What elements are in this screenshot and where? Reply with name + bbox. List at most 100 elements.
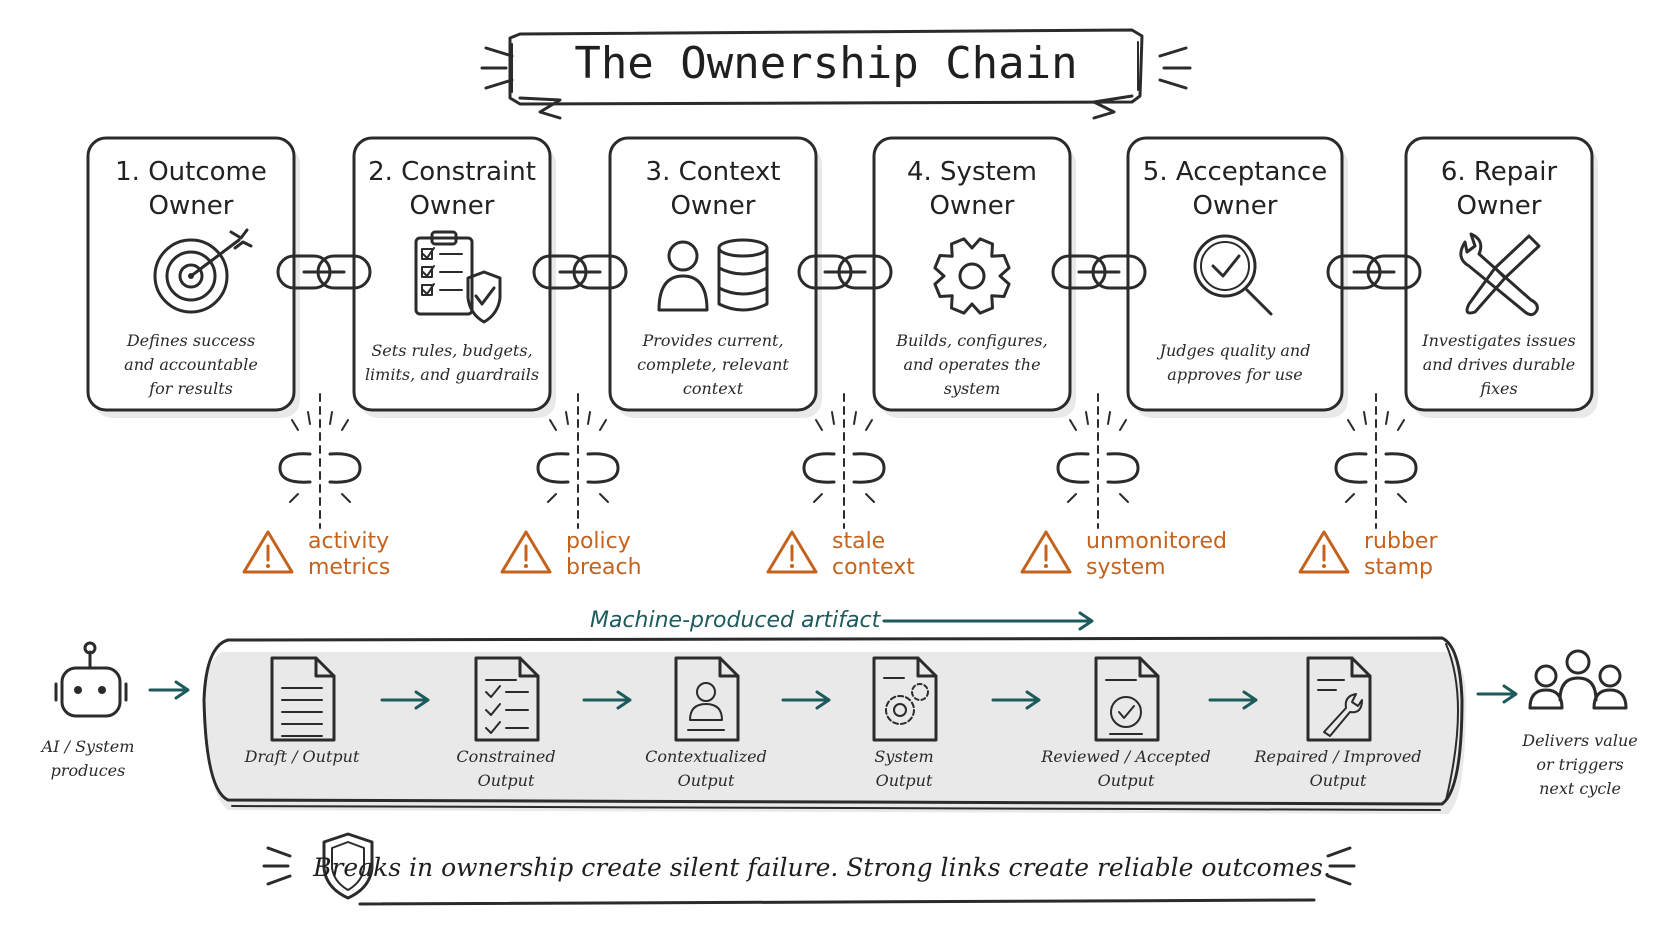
broken-link-icon	[536, 411, 620, 503]
risk-label-line1: rubber	[1364, 529, 1438, 554]
document-checklist-icon	[474, 656, 540, 742]
risk-label-line1: policy	[566, 529, 631, 554]
artifact-label-line1: Draft / Output	[244, 747, 360, 766]
source-arrow-head	[174, 680, 190, 700]
artifact-label-line1: System	[874, 747, 933, 766]
owner-desc-line: approves for use	[1167, 365, 1302, 384]
owner-title-line2: Owner	[149, 191, 234, 221]
chain-link	[276, 254, 372, 290]
warning-icon	[1298, 530, 1350, 574]
broken-link-icon	[278, 411, 362, 503]
artifact-arrow	[1208, 690, 1258, 710]
magnifier-check-icon	[1193, 234, 1273, 316]
risk-label-line2: system	[1086, 555, 1166, 580]
owner-card-frame	[872, 136, 1072, 412]
owner-title-line1: 2. Constraint	[368, 157, 536, 187]
owner-desc-line: for results	[148, 379, 233, 398]
artifact-label-line1: Contextualized	[645, 747, 767, 766]
risk-label-line2: stamp	[1364, 555, 1433, 580]
artifact-arrow	[781, 690, 831, 710]
document-badge-icon	[1094, 656, 1160, 742]
target-icon	[153, 228, 253, 314]
owner-desc-line: Builds, configures,	[895, 331, 1047, 350]
risk-label-line1: stale	[832, 529, 885, 554]
artifact-label-line2: Output	[1310, 771, 1367, 790]
gear-icon	[933, 237, 1011, 315]
owner-desc-line: Judges quality and	[1157, 341, 1311, 360]
owner-desc-line: limits, and guardrails	[365, 365, 539, 384]
warning-icon	[1020, 530, 1072, 574]
artifact-pipe	[202, 636, 1466, 814]
artifact-1: Draft / Output	[244, 656, 360, 766]
footer-message: Breaks in ownership create silent failur…	[312, 853, 1331, 882]
flow-arrow-head	[1078, 611, 1094, 631]
owner-title-line2: Owner	[410, 191, 495, 221]
chain-link	[1326, 254, 1422, 290]
artifact-label-line1: Repaired / Improved	[1253, 747, 1421, 766]
artifact-label-line1: Constrained	[456, 747, 555, 766]
warning-icon	[766, 530, 818, 574]
risk-label-line2: context	[832, 555, 915, 580]
owner-desc-line: context	[683, 379, 744, 398]
artifact-arrow	[582, 690, 632, 710]
shield-icon	[322, 832, 374, 900]
owner-title-line1: 4. System	[907, 157, 1037, 187]
owner-title-line2: Owner	[1457, 191, 1542, 221]
document-wrench-icon	[1306, 656, 1372, 742]
owner-title-line2: Owner	[671, 191, 756, 221]
owner-desc-line: Investigates issues	[1421, 331, 1575, 350]
document-lines-icon	[270, 656, 336, 742]
source-label-line2: produces	[51, 761, 126, 780]
emphasis-dashes-right	[1158, 46, 1192, 90]
chain-links	[276, 254, 1422, 290]
risk-label-line2: breach	[566, 555, 642, 580]
destination-line2: or triggers	[1536, 755, 1623, 774]
footer: Breaks in ownership create silent failur…	[262, 832, 1356, 906]
chain-link	[797, 254, 893, 290]
artifact-arrow	[380, 690, 430, 710]
owner-desc-line: Defines success	[126, 331, 255, 350]
owner-desc-line: Provides current,	[641, 331, 783, 350]
owner-title-line2: Owner	[1193, 191, 1278, 221]
emphasis-dashes-left	[262, 846, 292, 886]
broken-link-icon	[802, 411, 886, 503]
artifact-arrow	[991, 690, 1041, 710]
flow-label-group: Machine-produced artifact	[590, 608, 1094, 633]
owner-desc-line: system	[944, 379, 1001, 398]
page-title: The Ownership Chain	[574, 38, 1077, 89]
broken-link-icon	[1334, 411, 1418, 503]
robot-icon	[54, 641, 128, 718]
broken-link-icon	[1056, 411, 1140, 503]
owner-card-frame	[1126, 136, 1344, 412]
risk-label-line1: activity	[308, 529, 389, 554]
chain-link	[532, 254, 628, 290]
artifact-label-line2: Output	[876, 771, 933, 790]
owner-desc-line: fixes	[1479, 379, 1517, 398]
owner-card-frame	[608, 136, 818, 412]
source-label-line1: AI / System	[40, 737, 135, 756]
artifact-label-line2: Output	[478, 771, 535, 790]
owner-desc-line: complete, relevant	[637, 355, 789, 374]
owner-desc-line: and accountable	[124, 355, 258, 374]
owner-card-frame	[352, 136, 552, 412]
artifact-label-line2: Output	[678, 771, 735, 790]
risk-label-line2: metrics	[308, 555, 390, 580]
people-group-icon	[1528, 649, 1628, 710]
destination: Delivers value or triggers next cycle	[1476, 649, 1638, 798]
owner-desc-line: and drives durable	[1423, 355, 1576, 374]
chain-link	[1051, 254, 1147, 290]
